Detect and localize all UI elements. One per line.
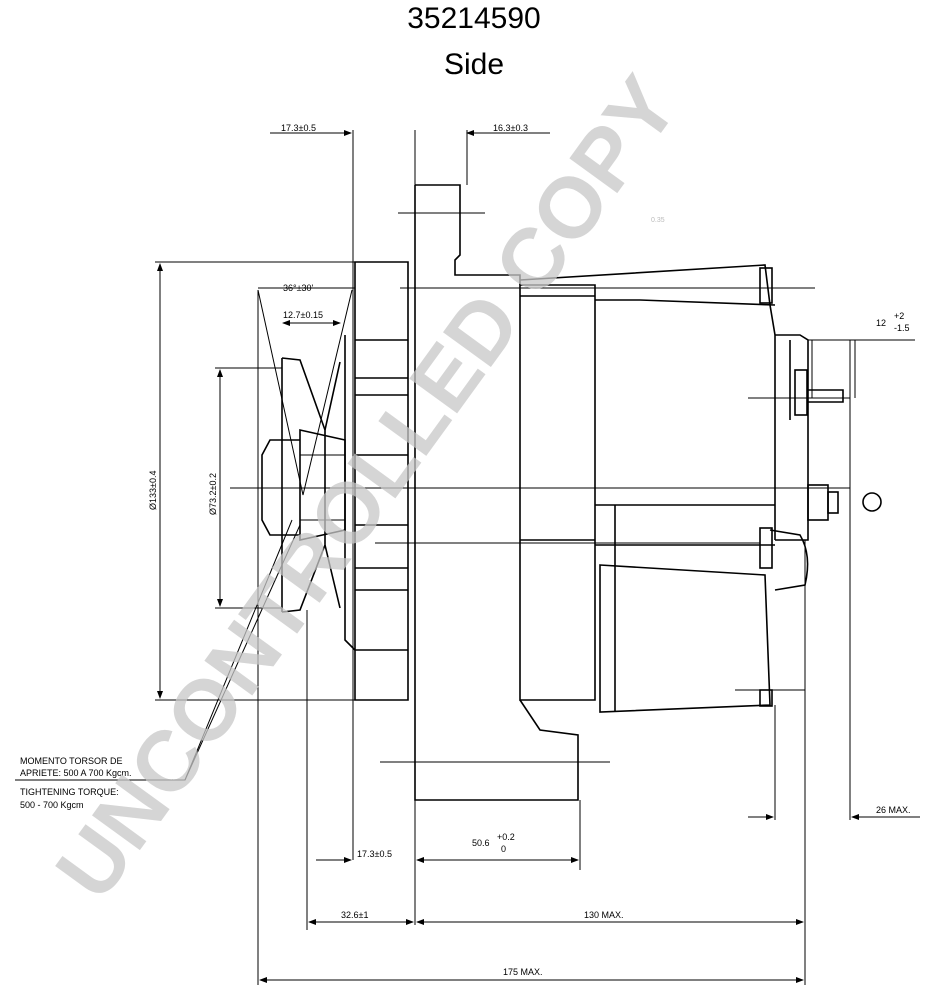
dim-506-plus: +0.2 — [497, 832, 515, 842]
dim-groove: 12.7±0.15 — [283, 310, 323, 320]
torque-note-line2: APRIETE: 500 A 700 Kgcm. — [20, 768, 132, 778]
dimension-labels: 17.3±0.5 16.3±0.3 0.35 36°±30' 12.7±0.15… — [148, 123, 911, 977]
dim-terminal-minus: -1.5 — [894, 323, 910, 333]
dim-130-max: 130 MAX. — [584, 910, 624, 920]
dim-dia-73: Ø73.2±0.2 — [208, 473, 218, 515]
torque-note: MOMENTO TORSOR DE APRIETE: 500 A 700 Kgc… — [20, 756, 132, 810]
dim-326: 32.6±1 — [341, 910, 368, 920]
dim-terminal-base: 12 — [876, 318, 886, 328]
dim-26-max: 26 MAX. — [876, 805, 911, 815]
reference-lines — [155, 130, 915, 985]
dim-small-035: 0.35 — [651, 217, 665, 224]
dimension-lines — [15, 130, 920, 983]
torque-note-line3: TIGHTENING TORQUE: — [20, 787, 119, 797]
dim-dia-133: Ø133±0.4 — [148, 471, 158, 510]
view-label: Side — [443, 48, 505, 81]
torque-note-line1: MOMENTO TORSOR DE — [20, 756, 123, 766]
dim-top-left: 17.3±0.5 — [281, 123, 316, 133]
dim-506-zero: 0 — [501, 844, 506, 854]
dim-506-base: 50.6 — [472, 838, 490, 848]
dim-angle: 36°±30' — [283, 283, 314, 293]
dim-top-right: 16.3±0.3 — [493, 123, 528, 133]
torque-note-line4: 500 - 700 Kgcm — [20, 800, 84, 810]
dim-terminal-plus: +2 — [894, 311, 904, 321]
part-number: 35214590 — [407, 2, 541, 35]
dim-175-max: 175 MAX. — [503, 967, 543, 977]
dim-bottom-173: 17.3±0.5 — [357, 849, 392, 859]
